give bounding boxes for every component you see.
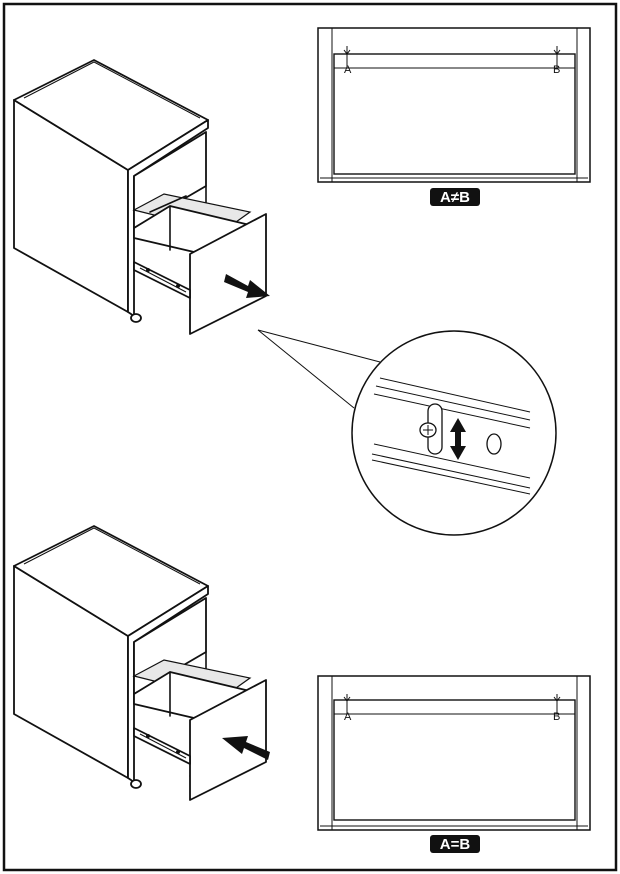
gauge-label-b: B — [553, 64, 560, 76]
badge-equal-text: A=B — [440, 836, 471, 853]
gap-panel-equal: A B — [317, 675, 591, 831]
cabinet-top-illustration — [13, 59, 270, 335]
gauge-label-a: A — [344, 711, 352, 723]
badge-equal: A=B — [430, 835, 480, 853]
adjust-up-down-arrow — [450, 418, 466, 460]
badge-unequal: A≠B — [430, 188, 480, 206]
pull-out-arrow — [224, 274, 270, 298]
push-in-arrow — [222, 736, 270, 760]
gap-panel-unequal: A B — [317, 27, 591, 183]
gauge-label-b: B — [553, 711, 560, 723]
badge-unequal-text: A≠B — [440, 189, 470, 206]
gauge-label-a: A — [344, 64, 352, 76]
cabinet-bottom-illustration — [13, 525, 270, 801]
magnifier-callout — [257, 329, 557, 536]
